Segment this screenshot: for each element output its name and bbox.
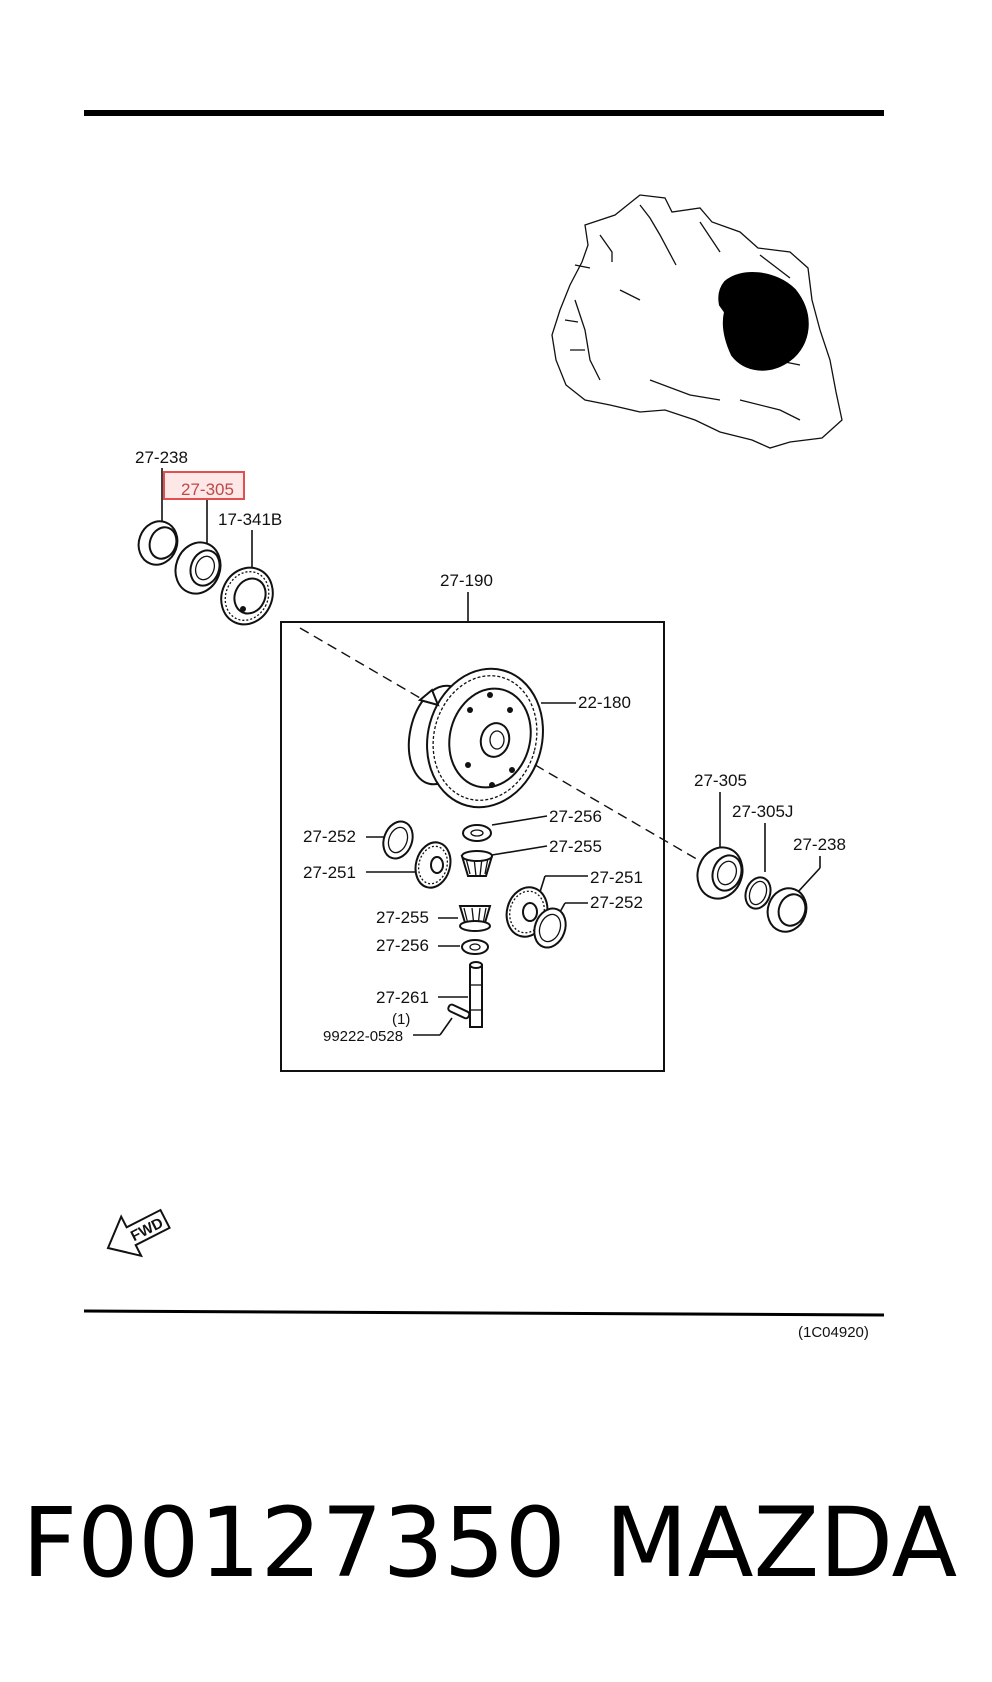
callout-22-180: 22-180: [578, 693, 631, 712]
forward-direction-arrow: FWD: [106, 1208, 171, 1258]
bearing-27-305-right: [696, 846, 744, 900]
diagram-code: (1C04920): [798, 1324, 869, 1341]
callout-99222-0528: 99222-0528: [323, 1028, 403, 1045]
thrust-washer-27-256-upper: [462, 824, 492, 842]
callout-17-341b: 17-341B: [218, 510, 282, 529]
callout-27-255-upper: 27-255: [549, 837, 602, 856]
pinion-gear-27-255-upper: [460, 850, 494, 877]
callout-27-252-right: 27-252: [590, 893, 643, 912]
side-gear-27-251-left: [414, 841, 452, 889]
callout-27-261: 27-261: [376, 988, 429, 1007]
differential-assembly-box-27-190: [280, 621, 665, 1072]
callout-27-256-upper: 27-256: [549, 807, 602, 826]
transmission-housing-illustration: [551, 194, 843, 449]
right-bearing-group: 27-305 27-305J 27-238: [694, 771, 846, 933]
pinion-shaft-27-261: [469, 961, 483, 1028]
callout-27-305j: 27-305J: [732, 802, 793, 821]
pinion-gear-27-255-lower: [458, 905, 492, 932]
callout-27-251-right: 27-251: [590, 868, 643, 887]
left-bearing-group: 27-238 27-305 17-341B: [135, 448, 282, 626]
callout-27-238-right: 27-238: [793, 835, 846, 854]
roll-pin-99222-0528: [447, 1003, 471, 1020]
bearing-27-305-left: [174, 541, 222, 595]
brand-name: MAZDA: [605, 1487, 957, 1599]
bottom-rule: [83, 1309, 885, 1317]
part-number: F00127350: [22, 1487, 566, 1599]
oil-seal-27-238-right: [766, 887, 808, 933]
thrust-washer-27-252-left: [382, 820, 414, 860]
callout-27-252-left: 27-252: [303, 827, 356, 846]
oil-seal-27-238-left: [137, 520, 179, 566]
callout-27-305-right: 27-305: [694, 771, 747, 790]
callout-27-305-left: 27-305: [181, 480, 234, 499]
thrust-washer-27-256-lower: [461, 939, 489, 955]
callout-27-238-left: 27-238: [135, 448, 188, 467]
differential-location-silhouette: [718, 272, 809, 371]
thrust-washer-27-252-right: [533, 907, 567, 949]
quantity-1: (1): [392, 1011, 410, 1028]
callout-27-251-left: 27-251: [303, 863, 356, 882]
speedometer-gear-17-341b: [220, 566, 274, 626]
callout-27-255-lower: 27-255: [376, 908, 429, 927]
callout-27-190: 27-190: [440, 571, 493, 590]
callout-27-256-lower: 27-256: [376, 936, 429, 955]
adjustment-shim-27-305j: [744, 876, 772, 910]
highlight-box-27-305[interactable]: [163, 471, 245, 500]
ring-gear-22-180: [407, 667, 544, 809]
